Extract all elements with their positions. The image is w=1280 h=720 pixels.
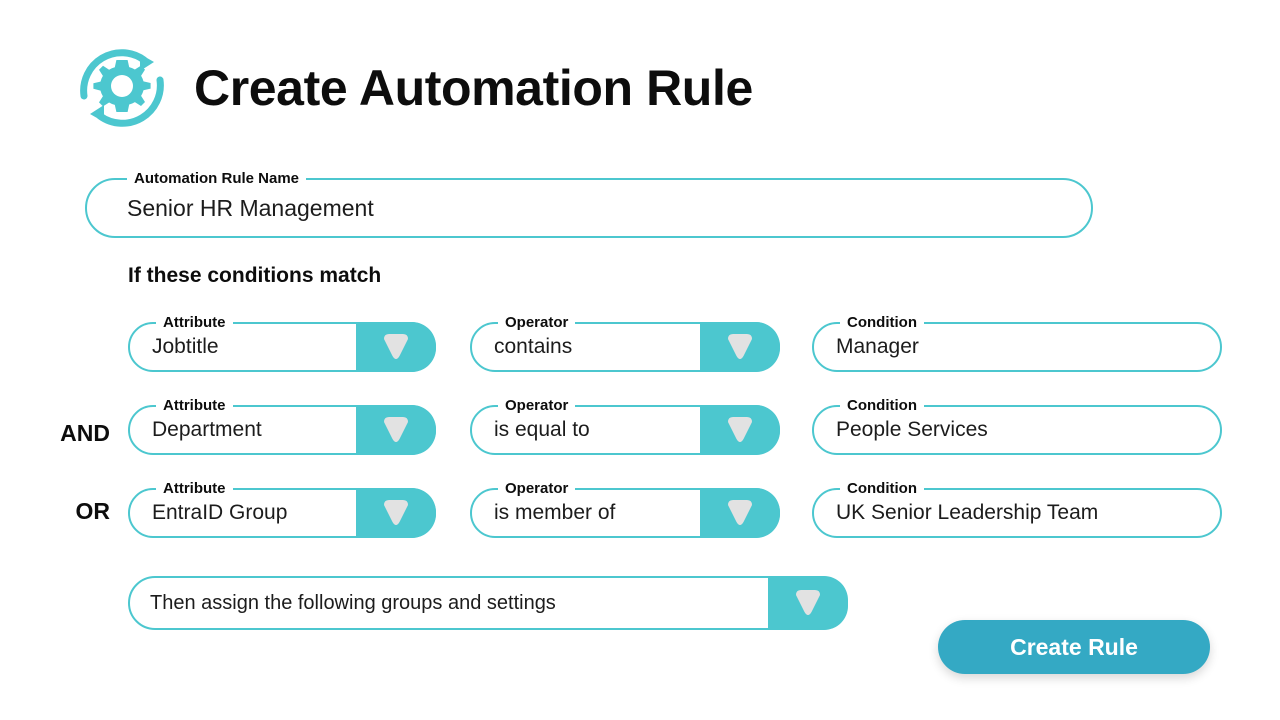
conditions-section-heading: If these conditions match — [128, 264, 382, 287]
condition-input-row-3[interactable] — [814, 501, 1220, 525]
attribute-value-row-1: Jobtitle — [152, 335, 219, 358]
condition-field-row-2[interactable]: Condition — [812, 397, 1222, 455]
condition-field-row-3[interactable]: Condition — [812, 480, 1222, 538]
condition-label-row-3: Condition — [840, 480, 924, 498]
attribute-dropdown-row-2[interactable]: Attribute Department — [128, 397, 436, 455]
page-title: Create Automation Rule — [194, 60, 753, 116]
operator-dropdown-row-2[interactable]: Operator is equal to — [470, 397, 780, 455]
attribute-dropdown-row-3[interactable]: Attribute EntraID Group — [128, 480, 436, 538]
chevron-down-icon[interactable] — [356, 488, 436, 538]
condition-label-row-1: Condition — [840, 314, 924, 332]
attribute-label-row-1: Attribute — [156, 314, 233, 332]
page-header: Create Automation Rule — [72, 38, 753, 138]
condition-field-row-1[interactable]: Condition — [812, 314, 1222, 372]
attribute-dropdown-row-1[interactable]: Attribute Jobtitle — [128, 314, 436, 372]
condition-input-row-1[interactable] — [814, 335, 1220, 359]
operator-value-row-2: is equal to — [494, 418, 590, 441]
operator-label-row-2: Operator — [498, 397, 576, 415]
conjunction-label-row-2: AND — [60, 420, 110, 446]
operator-label-row-1: Operator — [498, 314, 576, 332]
operator-dropdown-row-1[interactable]: Operator contains — [470, 314, 780, 372]
chevron-down-icon[interactable] — [700, 488, 780, 538]
automation-rule-name-label: Automation Rule Name — [127, 170, 307, 188]
operator-dropdown-row-3[interactable]: Operator is member of — [470, 480, 780, 538]
attribute-value-row-2: Department — [152, 418, 262, 441]
condition-label-row-2: Condition — [840, 397, 924, 415]
attribute-label-row-2: Attribute — [156, 397, 233, 415]
automation-rule-name-input[interactable] — [87, 194, 1091, 222]
chevron-down-icon[interactable] — [356, 405, 436, 455]
attribute-label-row-3: Attribute — [156, 480, 233, 498]
operator-value-row-3: is member of — [494, 501, 616, 524]
gear-sync-icon — [72, 38, 172, 138]
create-rule-button[interactable]: Create Rule — [938, 620, 1210, 674]
chevron-down-icon[interactable] — [700, 405, 780, 455]
operator-value-row-1: contains — [494, 335, 573, 358]
condition-input-row-2[interactable] — [814, 418, 1220, 442]
chevron-down-icon[interactable] — [700, 322, 780, 372]
attribute-value-row-3: EntraID Group — [152, 501, 288, 524]
assign-groups-value: Then assign the following groups and set… — [150, 591, 556, 614]
conjunction-label-row-3: OR — [75, 498, 111, 524]
assign-groups-dropdown[interactable]: Then assign the following groups and set… — [128, 576, 848, 630]
operator-label-row-3: Operator — [498, 480, 576, 498]
chevron-down-icon[interactable] — [768, 576, 848, 630]
automation-rule-name-field[interactable]: Automation Rule Name — [85, 170, 1093, 238]
chevron-down-icon[interactable] — [356, 322, 436, 372]
